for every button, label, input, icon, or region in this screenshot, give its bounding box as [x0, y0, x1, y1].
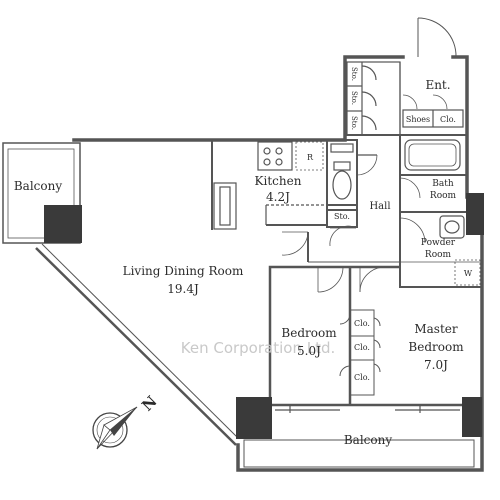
- storage-label: Sto.: [350, 116, 358, 130]
- hall-doors: [281, 225, 357, 262]
- master-bedroom-label-2: Bedroom: [408, 340, 464, 354]
- bedroom-size: 5.0J: [297, 344, 321, 358]
- toilet-area: [326, 139, 378, 228]
- pillar: [466, 193, 484, 235]
- closet-label: Clo.: [354, 373, 370, 382]
- bedroom-doors: [317, 266, 386, 293]
- compass-icon: N: [92, 392, 161, 450]
- powder-room-label-1: Powder: [421, 238, 456, 248]
- powder-room-label-2: Room: [425, 250, 452, 260]
- entrance-area: [345, 62, 467, 136]
- refrigerator-label: R: [307, 153, 314, 162]
- pillar: [462, 397, 482, 437]
- pillar: [236, 397, 272, 439]
- hall-label: Hall: [369, 201, 390, 212]
- kitchen-size: 4.2J: [266, 190, 290, 204]
- window-marks: [275, 405, 460, 413]
- closet-label: Clo.: [354, 319, 370, 328]
- watermark: Ken Corporation Ltd.: [181, 339, 336, 357]
- living-dining-size: 19.4J: [167, 282, 199, 296]
- bedroom-label: Bedroom: [281, 326, 337, 340]
- entrance-label: Ent.: [425, 78, 450, 92]
- balcony-left-label: Balcony: [14, 179, 62, 193]
- storage-label: Sto.: [350, 91, 358, 105]
- bedroom-closets: [339, 309, 381, 396]
- kitchen-label: Kitchen: [255, 174, 302, 188]
- shoes-label: Shoes: [406, 115, 430, 124]
- closet-label: Clo.: [440, 115, 456, 124]
- balcony-bottom-label: Balcony: [344, 433, 392, 447]
- balcony-bottom: [243, 439, 475, 468]
- kitchen: [211, 140, 327, 230]
- storage-label: Sto.: [350, 67, 358, 81]
- compass-north-label: N: [138, 392, 161, 415]
- storage-label: Sto.: [334, 212, 350, 221]
- powder-room: [399, 211, 483, 288]
- diagonal-wall: [35, 243, 239, 446]
- bath-room-label-1: Bath: [432, 179, 454, 189]
- living-dining-label: Living Dining Room: [123, 264, 244, 278]
- master-bedroom-size: 7.0J: [424, 358, 448, 372]
- entrance-door: [417, 17, 457, 58]
- balcony-left: [2, 142, 81, 244]
- closet-label: Clo.: [354, 343, 370, 352]
- bath-room-label-2: Room: [430, 191, 457, 201]
- pillar: [44, 205, 82, 243]
- washer-label: W: [464, 269, 473, 278]
- master-bedroom-label-1: Master: [414, 322, 458, 336]
